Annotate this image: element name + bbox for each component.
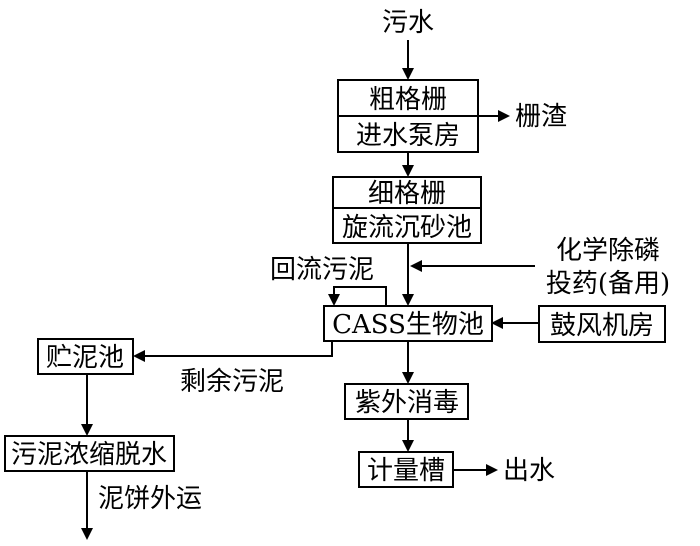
flow-meter-tank-box	[358, 451, 454, 488]
screen-residue-label: 栅渣	[515, 102, 567, 132]
cass-tank-box	[323, 305, 493, 342]
arrowhead-chemical-dosing	[410, 260, 422, 272]
flow-meter-tank-label: 计量槽	[367, 456, 445, 486]
wastewater-label: 污水	[382, 8, 434, 38]
arrowhead-uv-to-meter	[402, 440, 414, 452]
arrowhead-grit-to-cass	[402, 294, 414, 306]
arrowhead-wastewater-to-coarse	[402, 68, 414, 80]
arrowhead-storage-to-dewatering	[81, 424, 93, 436]
arrowhead-cass-to-uv	[402, 372, 414, 384]
flow-return-sludge-loop	[333, 286, 387, 306]
fine-screen-grit-box	[332, 176, 482, 244]
uv-disinfection-box	[344, 383, 469, 420]
cass-tank-label: CASS生物池	[332, 310, 484, 340]
arrowhead-dewatering-to-cake	[81, 528, 93, 540]
vortex-grit-chamber-label: 旋流沉砂池	[342, 213, 472, 243]
arrowhead-return-sludge	[328, 294, 340, 306]
arrowhead-pump-to-fine	[402, 165, 414, 177]
inlet-pump-house-label: 进水泵房	[356, 121, 460, 151]
sludge-storage-label: 贮泥池	[46, 343, 124, 373]
return-sludge-label: 回流污泥	[270, 255, 374, 285]
sludge-dewatering-box	[4, 435, 175, 472]
excess-sludge-label: 剩余污泥	[180, 367, 284, 397]
sludge-dewatering-label: 污泥浓缩脱水	[11, 440, 167, 470]
arrowhead-blower-to-cass	[491, 317, 503, 329]
coarse-screen-label: 粗格栅	[369, 85, 447, 115]
flow-excess-sludge	[143, 341, 333, 357]
arrowhead-meter-to-effluent	[486, 464, 498, 476]
uv-disinfection-label: 紫外消毒	[355, 388, 459, 418]
cake-transport-label: 泥饼外运	[98, 484, 202, 514]
arrowhead-coarse-to-residue	[498, 110, 510, 122]
fine-screen-label: 细格栅	[368, 179, 446, 209]
effluent-label: 出水	[503, 456, 555, 486]
chemical-p-removal-label-1: 化学除磷	[556, 236, 660, 266]
arrowhead-excess-sludge	[133, 350, 145, 362]
blower-room-label: 鼓风机房	[550, 311, 654, 341]
sludge-storage-box	[37, 338, 134, 375]
chemical-p-removal-label-2: 投药(备用)	[546, 269, 670, 299]
